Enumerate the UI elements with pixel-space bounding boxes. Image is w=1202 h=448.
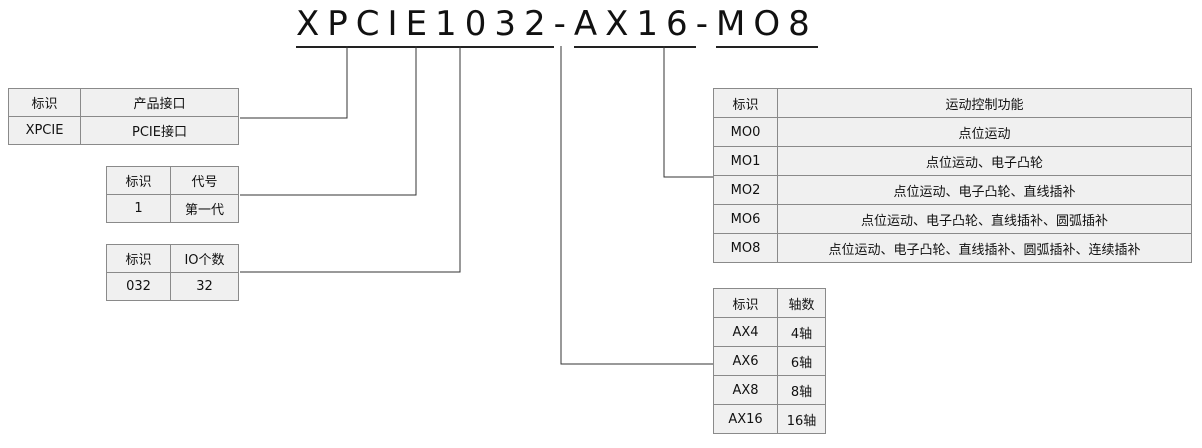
table-header: 标识 <box>713 88 778 118</box>
table-cell: AX4 <box>713 317 778 347</box>
table-cell: AX8 <box>713 375 778 405</box>
table-cell: 点位运动 <box>777 117 1192 147</box>
table-header: 标识 <box>713 288 778 318</box>
table-cell: 点位运动、电子凸轮、直线插补 <box>777 175 1192 205</box>
table-cell: MO1 <box>713 146 778 176</box>
table-header: 运动控制功能 <box>777 88 1192 118</box>
table-row: MO1 点位运动、电子凸轮 <box>713 146 1192 176</box>
table-row: MO8 点位运动、电子凸轮、直线插补、圆弧插补、连续插补 <box>713 233 1192 263</box>
table-cell: MO6 <box>713 204 778 234</box>
table-cell: AX16 <box>713 404 778 434</box>
io-count-table: 标识 IO个数 032 32 <box>106 244 239 301</box>
table-row: 032 32 <box>106 272 239 301</box>
table-cell: 16轴 <box>777 404 826 434</box>
table-header: 代号 <box>170 166 239 195</box>
table-row: AX6 6轴 <box>713 346 826 376</box>
table-row: AX4 4轴 <box>713 317 826 347</box>
table-cell: 32 <box>170 272 239 301</box>
table-header: 标识 <box>8 88 81 117</box>
table-cell: AX6 <box>713 346 778 376</box>
table-header: 标识 <box>106 244 171 273</box>
segment-generation: 1 <box>435 2 465 48</box>
table-header: IO个数 <box>170 244 239 273</box>
connector-axis <box>560 46 713 365</box>
table-cell: 第一代 <box>170 194 239 223</box>
table-row: 1 第一代 <box>106 194 239 223</box>
table-row: AX16 16轴 <box>713 404 826 434</box>
connector-generation <box>240 46 417 196</box>
table-cell: 4轴 <box>777 317 826 347</box>
table-row: MO2 点位运动、电子凸轮、直线插补 <box>713 175 1192 205</box>
separator: - <box>695 4 716 44</box>
table-cell: 点位运动、电子凸轮 <box>777 146 1192 176</box>
table-cell: 6轴 <box>777 346 826 376</box>
connector-interface <box>240 46 348 119</box>
segment-axis: AX16 <box>573 2 696 48</box>
table-header: 轴数 <box>777 288 826 318</box>
connector-io <box>240 46 461 273</box>
table-row: MO0 点位运动 <box>713 117 1192 147</box>
connector-motion <box>663 46 713 178</box>
table-header: 产品接口 <box>80 88 239 117</box>
table-row: MO6 点位运动、电子凸轮、直线插补、圆弧插补 <box>713 204 1192 234</box>
table-cell: MO8 <box>713 233 778 263</box>
segment-motion: MO8 <box>715 2 818 48</box>
segment-interface: XPCIE <box>296 2 436 48</box>
table-header: 标识 <box>106 166 171 195</box>
table-cell: XPCIE <box>8 116 81 145</box>
table-cell: 点位运动、电子凸轮、直线插补、圆弧插补、连续插补 <box>777 233 1192 263</box>
separator: - <box>553 4 574 44</box>
table-row: XPCIE PCIE接口 <box>8 116 239 145</box>
table-cell: 点位运动、电子凸轮、直线插补、圆弧插补 <box>777 204 1192 234</box>
table-row: AX8 8轴 <box>713 375 826 405</box>
interface-table: 标识 产品接口 XPCIE PCIE接口 <box>8 88 239 145</box>
axis-count-table: 标识 轴数 AX4 4轴 AX6 6轴 AX8 8轴 AX16 16轴 <box>713 288 826 434</box>
motion-function-table: 标识 运动控制功能 MO0 点位运动 MO1 点位运动、电子凸轮 MO2 点位运… <box>713 88 1192 263</box>
model-code: XPCIE1032-AX16-MO8 <box>296 2 818 48</box>
table-cell: PCIE接口 <box>80 116 239 145</box>
table-cell: 032 <box>106 272 171 301</box>
generation-table: 标识 代号 1 第一代 <box>106 166 239 223</box>
table-cell: MO2 <box>713 175 778 205</box>
table-cell: MO0 <box>713 117 778 147</box>
table-cell: 1 <box>106 194 171 223</box>
table-cell: 8轴 <box>777 375 826 405</box>
segment-io: 032 <box>464 2 554 48</box>
